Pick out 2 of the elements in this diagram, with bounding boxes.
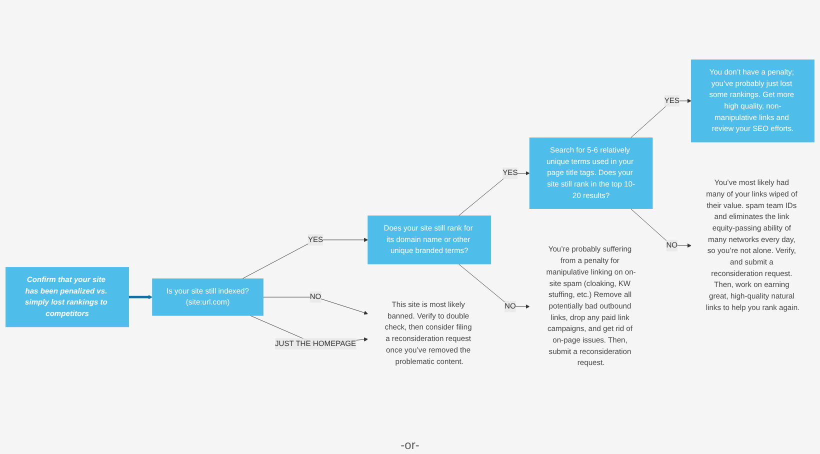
note-text: -or-	[400, 438, 420, 452]
arrow	[128, 295, 153, 300]
